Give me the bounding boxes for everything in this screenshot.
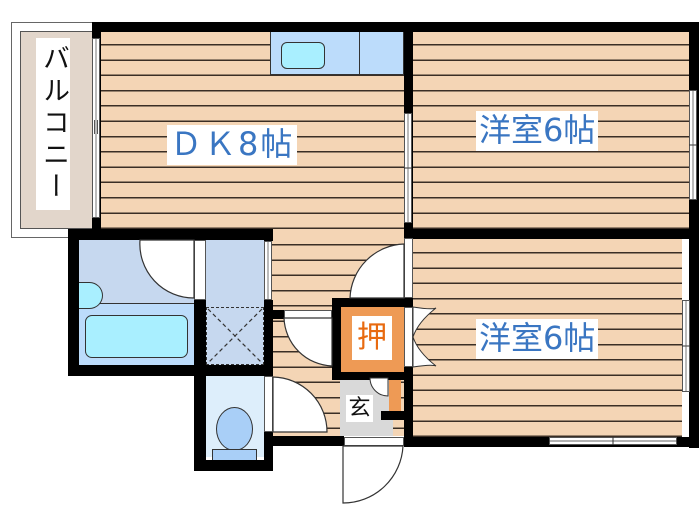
closet-door-opening [404, 307, 413, 367]
sliding-door-dk-western-top [404, 113, 412, 223]
window-western-bottom-bottom [549, 437, 677, 445]
wall-hall-bottom [264, 436, 344, 446]
door-opening-toilet [264, 376, 273, 432]
door-opening-western-top [404, 238, 413, 298]
western-room-top-label: 洋室6帖 [476, 111, 599, 151]
balcony-label-text: バルコニー [38, 44, 69, 204]
balcony-label [36, 38, 70, 210]
wall-top [92, 22, 698, 32]
wall-closet-left [332, 298, 341, 378]
washing-machine-space [206, 307, 264, 365]
wall-entrance-step [381, 411, 404, 420]
toilet-bowl [216, 407, 253, 451]
window-western-top-right [689, 90, 697, 200]
closet-label-bg [352, 316, 392, 360]
wall-closet-bottom [332, 372, 412, 380]
wall-bath-left [68, 229, 79, 376]
wall-bath-bottom [68, 365, 273, 376]
wall-closet-top [332, 298, 412, 307]
entrance-label: 玄 [348, 396, 371, 421]
shoe-cabinet [389, 375, 401, 412]
wall-wash-right-stub [264, 229, 273, 241]
dk-label: ＤＫ8帖 [167, 125, 298, 165]
window-western-bottom-right [682, 300, 690, 392]
western-room-bottom-floor [413, 239, 682, 437]
wall-bath-top [68, 229, 273, 240]
door-opening-bath [194, 240, 206, 300]
entrance-label-bg [346, 395, 373, 422]
front-door-opening [344, 437, 404, 446]
wall-between-western-rooms [404, 229, 696, 239]
door-opening-hall [284, 310, 332, 319]
wall-toilet-right [264, 432, 273, 471]
closet-label: 押 [357, 320, 387, 355]
wall-hall-stub [272, 310, 284, 319]
western-room-bottom-label: 洋室6帖 [476, 319, 599, 359]
western-room-top-floor [413, 31, 690, 230]
wall-bath-wash-divider [194, 300, 206, 376]
bath-faucet [79, 282, 103, 309]
kitchen-sink [281, 42, 325, 69]
sliding-door-wash [264, 241, 272, 300]
window-dk-balcony-mullion [94, 120, 98, 134]
wall-toilet-left [194, 365, 206, 471]
wall-wash-right [264, 300, 273, 376]
kitchen-divider [359, 31, 360, 75]
wall-toilet-bottom [194, 460, 273, 471]
front-door-swing [342, 445, 404, 504]
bathtub [85, 315, 188, 358]
